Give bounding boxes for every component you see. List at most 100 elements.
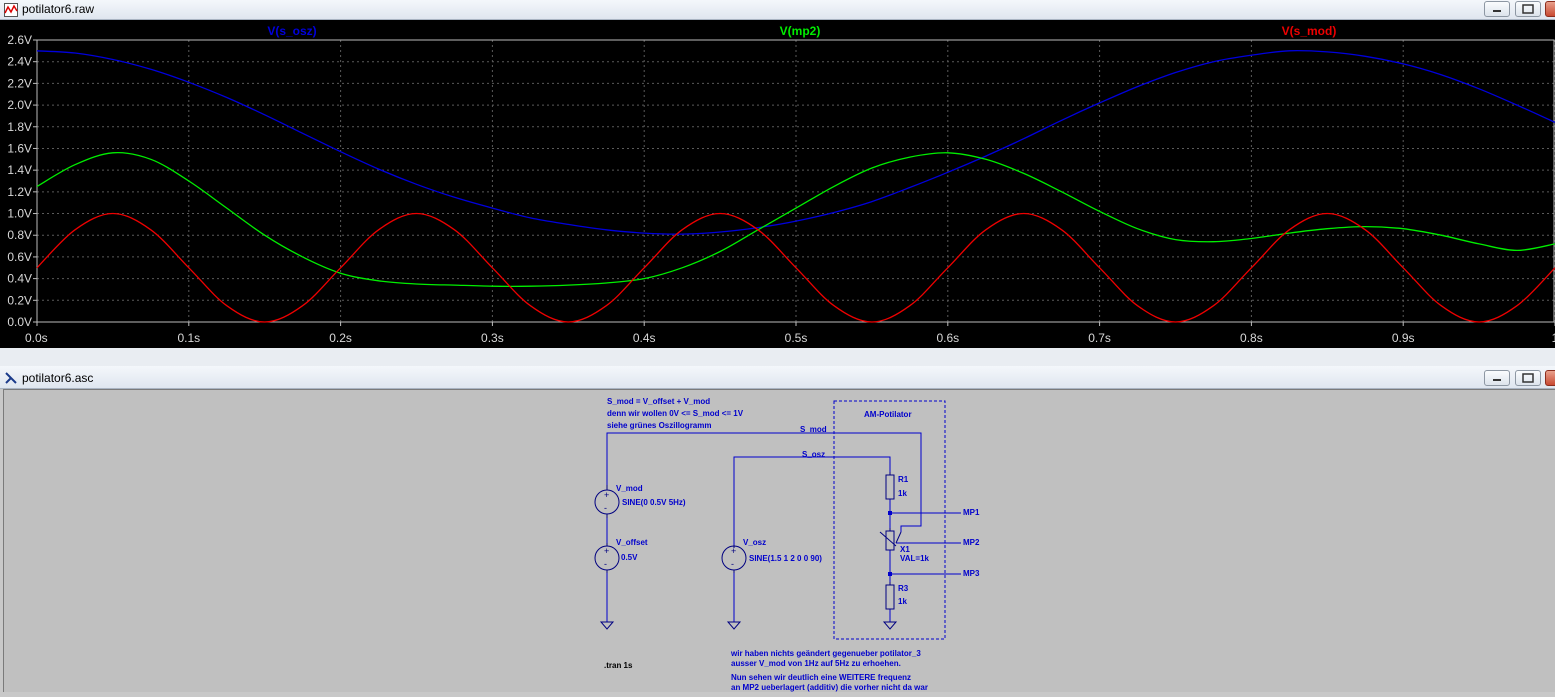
y-tick-label: 1.0V bbox=[7, 207, 32, 221]
schematic-window-title: potilator6.asc bbox=[22, 371, 94, 385]
r1-value[interactable]: 1k bbox=[898, 489, 907, 498]
v-mod-value[interactable]: SINE(0 0.5V 5Hz) bbox=[622, 498, 686, 507]
v-osz-value[interactable]: SINE(1.5 1 2 0 0 90) bbox=[749, 554, 822, 563]
schematic-maximize-button[interactable] bbox=[1515, 370, 1541, 386]
v-osz-source[interactable]: + - bbox=[721, 545, 747, 573]
wires bbox=[606, 432, 961, 622]
tran-directive[interactable]: .tran 1s bbox=[604, 661, 633, 670]
minimize-icon bbox=[1493, 10, 1501, 12]
svg-text:-: - bbox=[731, 559, 734, 569]
x-tick-label: 0.0s bbox=[25, 331, 48, 345]
legend-v-s-osz[interactable]: V(s_osz) bbox=[267, 24, 316, 38]
x-tick-label: 0.6s bbox=[936, 331, 959, 345]
comment-line-2[interactable]: denn wir wollen 0V <= S_mod <= 1V bbox=[607, 409, 744, 418]
x-tick-label: 1 bbox=[1552, 331, 1555, 345]
r3-value[interactable]: 1k bbox=[898, 597, 907, 606]
series-line-v-s-osz bbox=[36, 49, 1555, 235]
mp3-label[interactable]: MP3 bbox=[963, 569, 980, 578]
subcircuit-label[interactable]: AM-Potilator bbox=[864, 410, 912, 419]
series-line-v-s-mod bbox=[36, 212, 1555, 323]
x-tick-label: 0.1s bbox=[177, 331, 200, 345]
mp2-label[interactable]: MP2 bbox=[963, 538, 980, 547]
x-axis-ticks: 0.0s 0.1s 0.2s 0.3s 0.4s 0.5s 0.6s 0.7s 0.8s 0.9s… bbox=[25, 322, 1555, 345]
note-line-4[interactable]: Nun sehen wir deutlich eine WEITERE freq… bbox=[731, 673, 911, 682]
svg-text:+: + bbox=[604, 490, 609, 500]
plot-curves bbox=[36, 49, 1555, 323]
plot-window-title: potilator6.raw bbox=[22, 2, 95, 16]
y-tick-label: 1.4V bbox=[7, 163, 32, 177]
y-tick-label: 2.6V bbox=[7, 33, 32, 47]
ground-icon bbox=[726, 621, 742, 630]
comment-line-3[interactable]: siehe grünes Oszillogramm bbox=[607, 421, 711, 430]
junction-dots bbox=[888, 511, 892, 576]
y-tick-label: 0.2V bbox=[7, 293, 32, 307]
y-tick-label: 2.4V bbox=[7, 55, 32, 69]
y-tick-label: 2.2V bbox=[7, 76, 32, 90]
close-button[interactable] bbox=[1545, 1, 1555, 17]
plot-grid bbox=[36, 39, 1555, 323]
r1-name[interactable]: R1 bbox=[898, 475, 909, 484]
svg-text:-: - bbox=[604, 559, 607, 569]
r1-resistor[interactable] bbox=[885, 472, 895, 500]
subcircuit-box bbox=[833, 400, 946, 640]
r3-resistor[interactable] bbox=[885, 582, 895, 610]
waveform-plot[interactable]: 0.0V 0.2V 0.4V 0.6V 0.8V 1.0V 1.2V 1.4V 1.6V 1.8V… bbox=[0, 20, 1555, 348]
schematic-icon bbox=[5, 372, 17, 384]
maximize-icon bbox=[1522, 373, 1534, 383]
legend-v-s-mod[interactable]: V(s_mod) bbox=[1282, 24, 1337, 38]
x-tick-label: 0.3s bbox=[481, 331, 504, 345]
x-tick-label: 0.4s bbox=[633, 331, 656, 345]
note-line-5[interactable]: an MP2 ueberlagert (additiv) die vorher … bbox=[731, 683, 928, 692]
legend-v-mp2[interactable]: V(mp2) bbox=[780, 24, 821, 38]
svg-text:+: + bbox=[604, 546, 609, 556]
minimize-button[interactable] bbox=[1484, 1, 1510, 17]
x-tick-label: 0.9s bbox=[1392, 331, 1415, 345]
y-tick-label: 0.8V bbox=[7, 228, 32, 242]
plot-window-titlebar[interactable]: potilator6.raw bbox=[0, 0, 1555, 20]
y-tick-label: 1.6V bbox=[7, 141, 32, 155]
schematic-canvas[interactable]: S_mod = V_offset + V_mod denn wir wollen… bbox=[3, 389, 1555, 692]
schematic-close-button[interactable] bbox=[1545, 370, 1555, 386]
v-osz-name[interactable]: V_osz bbox=[743, 538, 766, 547]
maximize-button[interactable] bbox=[1515, 1, 1541, 17]
x-tick-label: 0.8s bbox=[1240, 331, 1263, 345]
v-offset-source[interactable]: + - bbox=[594, 543, 620, 573]
ground-icon bbox=[599, 621, 615, 630]
x1-name[interactable]: X1 bbox=[900, 545, 910, 554]
note-line-2[interactable]: ausser V_mod von 1Hz auf 5Hz zu erhoehen… bbox=[731, 659, 901, 668]
y-tick-label: 1.2V bbox=[7, 185, 32, 199]
net-label-s-osz[interactable]: S_osz bbox=[802, 450, 825, 459]
y-axis-ticks: 0.0V 0.2V 0.4V 0.6V 0.8V 1.0V 1.2V 1.4V 1.6V 1.8V… bbox=[7, 33, 37, 329]
waveform-icon bbox=[4, 3, 18, 17]
schematic-window-titlebar[interactable]: potilator6.asc bbox=[0, 366, 1555, 389]
y-tick-label: 0.4V bbox=[7, 272, 32, 286]
svg-text:+: + bbox=[731, 546, 736, 556]
y-tick-label: 1.8V bbox=[7, 120, 32, 134]
v-mod-name[interactable]: V_mod bbox=[616, 484, 643, 493]
ground-icon bbox=[882, 621, 898, 630]
comment-line-1[interactable]: S_mod = V_offset + V_mod bbox=[607, 397, 710, 406]
maximize-icon bbox=[1522, 4, 1534, 14]
schematic-minimize-button[interactable] bbox=[1484, 370, 1510, 386]
x-tick-label: 0.2s bbox=[329, 331, 352, 345]
v-mod-source[interactable]: + - bbox=[594, 485, 620, 518]
mp1-label[interactable]: MP1 bbox=[963, 508, 980, 517]
note-line-1[interactable]: wir haben nichts geändert gegenueber pot… bbox=[730, 649, 921, 658]
schematic-drawing: S_mod = V_offset + V_mod denn wir wollen… bbox=[594, 397, 980, 692]
waveform-chart: 0.0V 0.2V 0.4V 0.6V 0.8V 1.0V 1.2V 1.4V 1.6V 1.8V… bbox=[7, 24, 1555, 345]
x-tick-label: 0.5s bbox=[785, 331, 808, 345]
v-offset-value[interactable]: 0.5V bbox=[621, 553, 638, 562]
y-tick-label: 2.0V bbox=[7, 98, 32, 112]
x1-value[interactable]: VAL=1k bbox=[900, 554, 930, 563]
y-tick-label: 0.0V bbox=[7, 315, 32, 329]
v-offset-name[interactable]: V_offset bbox=[616, 538, 648, 547]
x1-potentiometer[interactable] bbox=[879, 528, 902, 551]
x-tick-label: 0.7s bbox=[1088, 331, 1111, 345]
minimize-icon bbox=[1493, 379, 1501, 381]
y-tick-label: 0.6V bbox=[7, 250, 32, 264]
net-label-s-mod[interactable]: S_mod bbox=[800, 425, 827, 434]
series-line-v-mp2 bbox=[36, 151, 1555, 287]
window-separator bbox=[0, 348, 1555, 366]
r3-name[interactable]: R3 bbox=[898, 584, 909, 593]
svg-text:-: - bbox=[604, 503, 607, 513]
